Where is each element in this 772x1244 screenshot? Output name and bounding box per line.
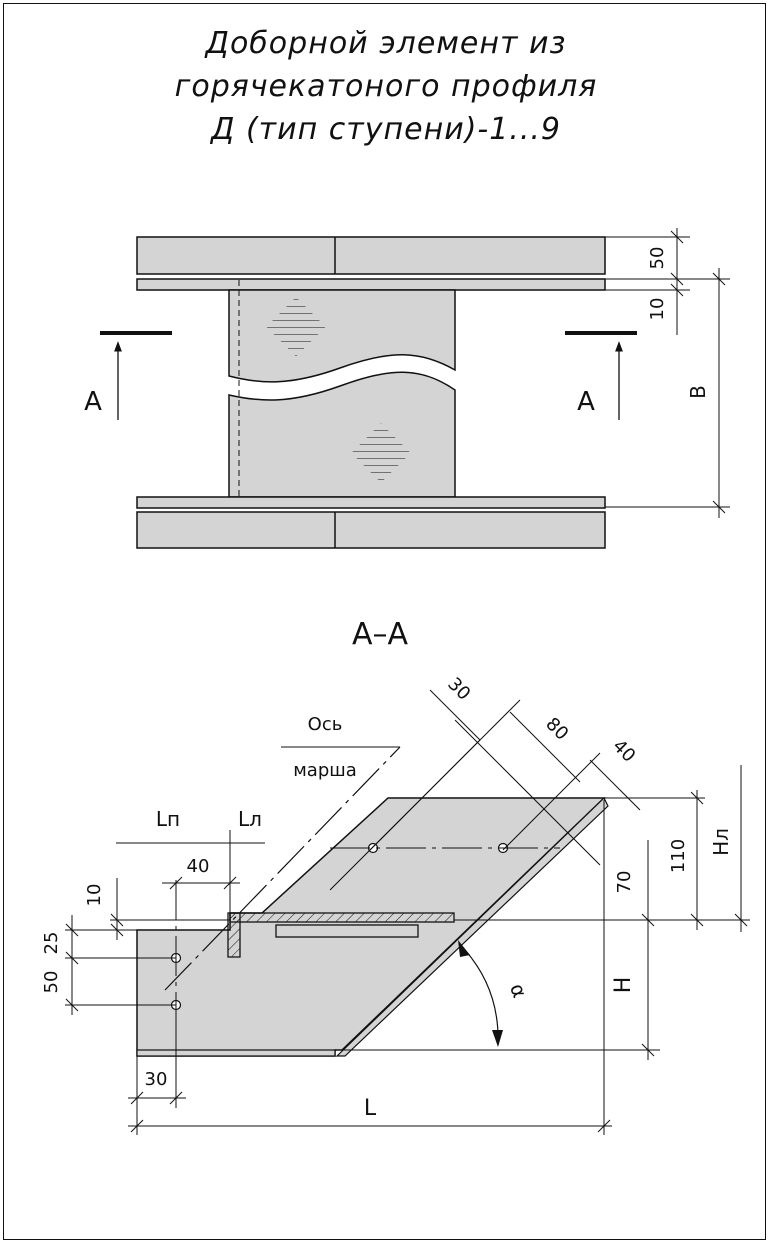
dim-flange-50: 50 xyxy=(647,247,668,270)
dim-30-bottom: 30 xyxy=(145,1069,168,1090)
dim-25: 25 xyxy=(41,932,62,955)
section-mark-left: A xyxy=(84,387,102,417)
march-axis-line xyxy=(164,746,401,991)
mesh-mark-lower xyxy=(351,423,411,483)
section-mark-right: A xyxy=(577,387,595,417)
dim-l: L xyxy=(364,1096,377,1121)
plan-view: A A 50 10 B xyxy=(84,228,730,549)
dim-30-top: 30 xyxy=(443,674,474,705)
dim-height-b: B xyxy=(686,385,710,399)
section-title: А–А xyxy=(352,617,409,652)
dim-50-left: 50 xyxy=(41,971,62,994)
title-line-3: Д (тип ступени)-1...9 xyxy=(210,112,562,147)
mesh-mark-upper xyxy=(266,297,326,357)
label-ll: Lл xyxy=(238,807,262,831)
bottom-flange xyxy=(136,511,606,549)
title-line-1: Доборной элемент из xyxy=(205,26,567,61)
axis-label-1: Ось xyxy=(308,714,343,735)
label-hl: Hл xyxy=(709,828,733,856)
label-alpha: α xyxy=(505,980,532,1001)
angle-profile xyxy=(229,912,455,923)
label-ln: Lп xyxy=(156,807,180,831)
drawing-sheet-frame xyxy=(3,3,766,1240)
title-line-2: горячекатоного профиля xyxy=(174,69,598,104)
web-lower xyxy=(228,371,456,498)
axis-label-2: марша xyxy=(293,760,357,781)
top-flange xyxy=(136,236,606,275)
dim-40-right: 40 xyxy=(608,736,639,767)
dim-10: 10 xyxy=(84,884,105,907)
section-view: Ось марша 30 80 40 Lп Lл 40 xyxy=(41,674,750,1135)
dim-70: 70 xyxy=(614,871,635,894)
dim-gap-10: 10 xyxy=(647,298,668,321)
dim-40-left: 40 xyxy=(187,856,210,877)
dim-80: 80 xyxy=(541,714,572,745)
web-upper xyxy=(228,289,456,383)
dim-110: 110 xyxy=(668,839,689,873)
label-h: H xyxy=(611,977,636,994)
